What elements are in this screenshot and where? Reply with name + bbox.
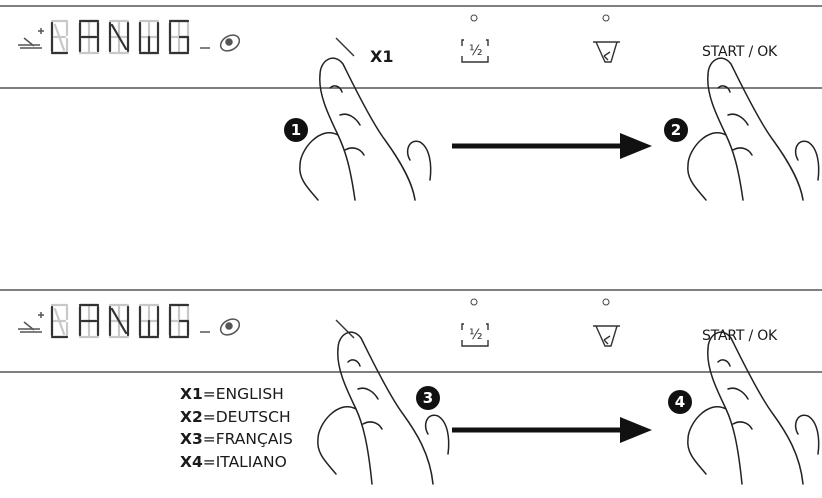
language-item: X3=FRANÇAIS (180, 430, 293, 448)
panel-step-3-4: ½ START / OK 3 4 X1=ENGLIS (0, 284, 822, 498)
salt-icon (200, 34, 241, 52)
x1-label: X1 (370, 47, 394, 66)
panel-2-graphics: ½ (0, 289, 822, 485)
half-load-led (470, 14, 478, 22)
delay-led (602, 14, 610, 22)
finger-icon (299, 57, 432, 201)
half-load-icon: ½ (461, 39, 489, 63)
start-ok-button[interactable]: START / OK (702, 44, 778, 60)
rinse-aid-icon (18, 28, 44, 49)
delay-start-icon (593, 41, 620, 63)
step-badge-4: 4 (668, 390, 692, 414)
segment-display (50, 19, 190, 55)
delay-led (602, 298, 610, 306)
step-badge-1: 1 (284, 118, 308, 142)
button-tick (335, 37, 355, 57)
language-item: X1=ENGLISH (180, 385, 284, 403)
finger-icon (317, 331, 450, 485)
language-item: X4=ITALIANO (180, 452, 287, 471)
svg-text:½: ½ (469, 327, 483, 343)
salt-icon (200, 318, 241, 336)
half-load-icon: ½ (461, 323, 489, 347)
delay-start-icon (593, 325, 620, 347)
step-badge-3: 3 (416, 386, 440, 410)
arrow-right-icon (452, 417, 652, 443)
rinse-aid-icon (18, 312, 44, 333)
panel-1-graphics: ½ (0, 5, 822, 201)
language-list: X1=ENGLISH X2=DEUTSCH X3=FRANÇAIS X4=ITA… (180, 383, 293, 473)
language-item: X2=DEUTSCH (180, 407, 291, 426)
panel-step-1-2: ½ X1 START (0, 5, 822, 201)
button-tick (335, 319, 355, 339)
segment-display (50, 303, 190, 339)
arrow-right-icon (452, 133, 652, 159)
finger-icon (687, 331, 820, 485)
step-badge-2: 2 (664, 118, 688, 142)
start-ok-button[interactable]: START / OK (702, 328, 778, 344)
svg-text:½: ½ (469, 43, 483, 59)
finger-icon (687, 57, 820, 201)
half-load-led (470, 298, 478, 306)
